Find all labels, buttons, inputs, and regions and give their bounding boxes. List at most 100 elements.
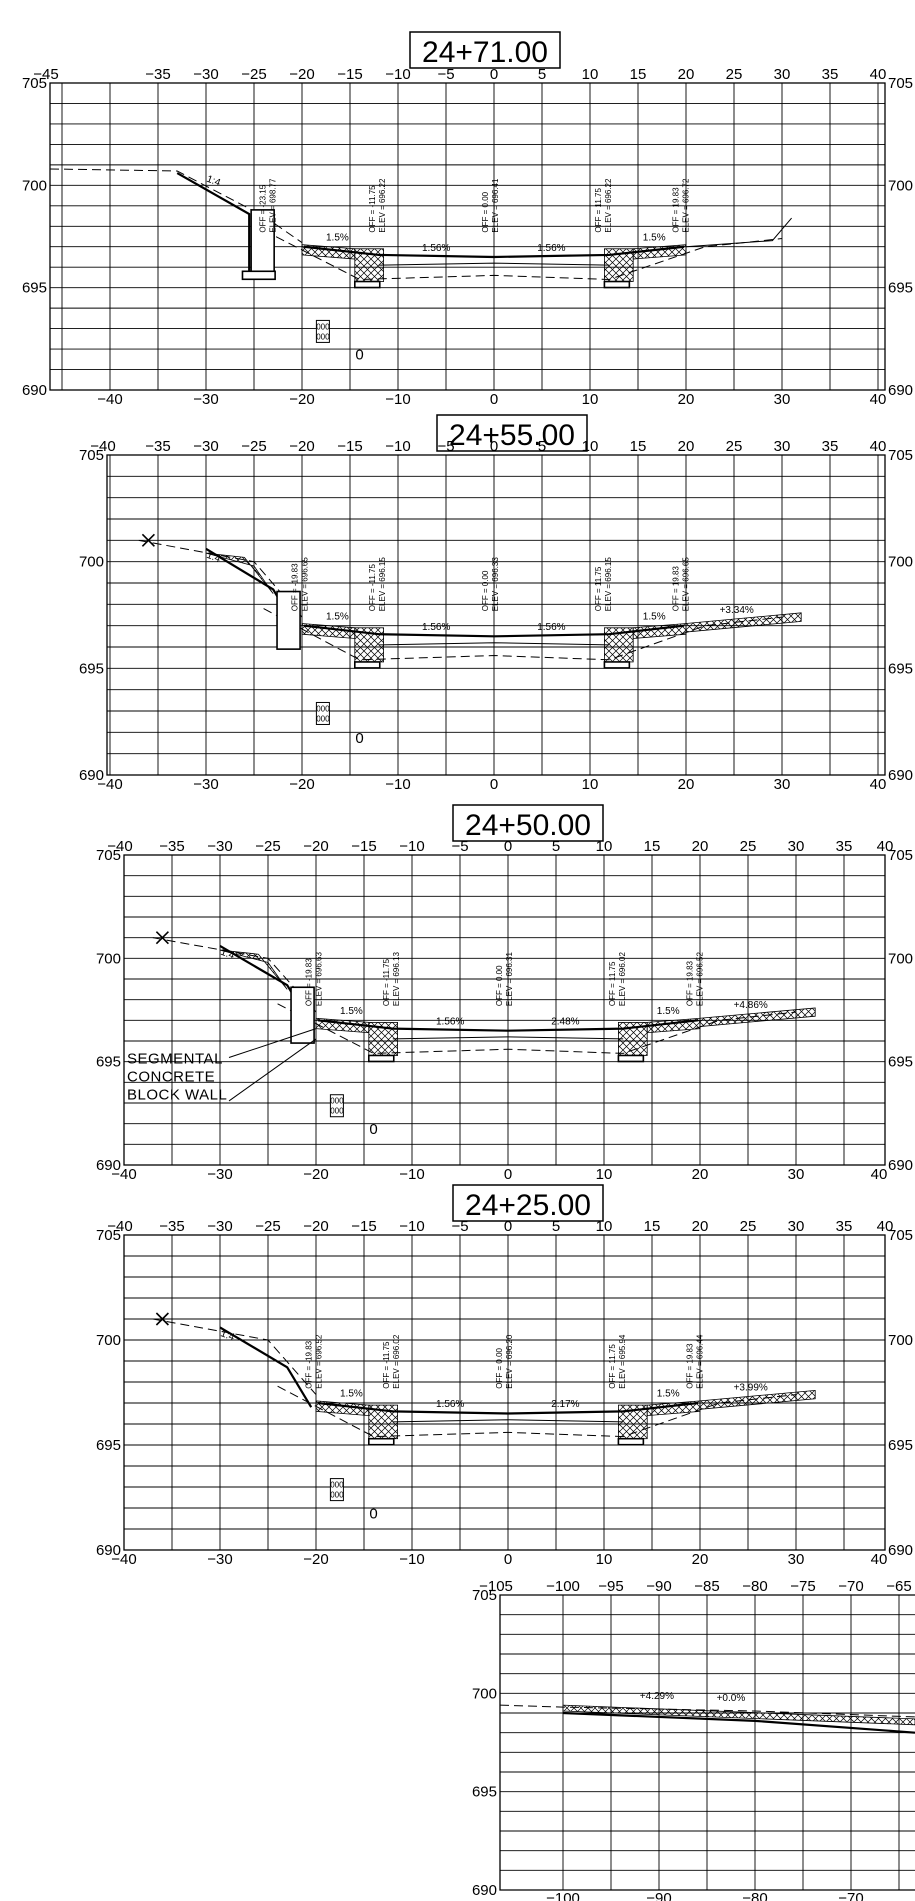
elevation-label-left: 690: [96, 1542, 121, 1559]
top-tick-label: −95: [598, 1578, 623, 1595]
bottom-tick-label: 30: [774, 776, 791, 793]
slope-label-right-outer: 1.5%: [657, 1389, 680, 1400]
sidewalk-right: [632, 244, 687, 260]
slope-label-fill: 1:4: [219, 947, 236, 962]
top-tick-label: −100: [546, 1578, 580, 1595]
pipe-marker-box: [329, 1094, 344, 1118]
cross-marker-icon: [141, 533, 155, 547]
bottom-tick-label: 10: [596, 1166, 613, 1183]
sidewalk-left: [315, 1400, 370, 1417]
top-tick-label: 20: [692, 838, 709, 855]
wall-callout-text: SEGMENTAL: [127, 1051, 223, 1068]
elevation-label-right: 690: [888, 1542, 913, 1559]
slope-label-left-outer: 1.5%: [340, 1389, 363, 1400]
top-tick-label: 15: [644, 838, 661, 855]
retaining-wall: [290, 986, 315, 1044]
offset-label: OFF = 11.75: [608, 961, 617, 1006]
top-tick-label: 25: [740, 1218, 757, 1235]
top-tick-label: 5: [538, 438, 546, 455]
bottom-tick-label: 10: [582, 776, 599, 793]
top-tick-label: −85: [694, 1578, 719, 1595]
elevation-value-label: ELEV = 696.52: [315, 1334, 324, 1389]
curb-left: [354, 627, 384, 663]
bottom-tick-label: −10: [385, 391, 410, 408]
top-tick-label: −10: [399, 1218, 424, 1235]
wall-callout-text: BLOCK WALL: [127, 1087, 227, 1104]
offset-label: OFF = 0.00: [495, 965, 504, 1006]
top-tick-label: −75: [790, 1578, 815, 1595]
station-title-box: [409, 31, 561, 69]
pipe-marker-label: 000: [316, 714, 330, 723]
top-tick-label: −40: [90, 438, 115, 455]
bottom-tick-label: −20: [289, 776, 314, 793]
bottom-tick-label: −20: [303, 1551, 328, 1568]
top-tick-label: −70: [838, 1578, 863, 1595]
top-tick-label: −5: [437, 66, 454, 83]
grid-lines: [124, 1235, 885, 1550]
top-tick-label: 30: [774, 438, 791, 455]
top-tick-label: 30: [774, 66, 791, 83]
roadway-section: [152, 1312, 816, 1446]
top-tick-label: 15: [630, 66, 647, 83]
grid-frame: [123, 1234, 886, 1551]
existing-slope-line: [138, 539, 303, 618]
elevation-label-left: 705: [472, 1587, 497, 1604]
bottom-tick-label: 30: [774, 391, 791, 408]
grid-frame: [499, 1594, 915, 1891]
elevation-label-left: 690: [22, 382, 47, 399]
pavement-base: [378, 642, 610, 646]
top-tick-label: 15: [630, 438, 647, 455]
slope-label-right-fill: +3.34%: [720, 605, 754, 616]
elevation-value-label: ELEV = 696.63: [315, 952, 324, 1007]
bottom-tick-label: −30: [207, 1166, 232, 1183]
top-tick-label: −25: [255, 838, 280, 855]
slope-labels: 1.5%1.56%2.17%1.5%1:4+3.99%: [219, 1328, 768, 1410]
top-tick-label: −25: [241, 438, 266, 455]
offset-label: OFF = -19.83: [305, 1340, 314, 1388]
elevation-label-right: 695: [888, 1054, 913, 1071]
bottom-tick-label: −20: [289, 391, 314, 408]
offset-label: OFF = -19.83: [291, 563, 300, 611]
bottom-tick-label: −10: [399, 1551, 424, 1568]
bottom-tick-label: −40: [97, 391, 122, 408]
station-title: 24+55.00: [449, 419, 575, 452]
top-tick-label: −30: [207, 1218, 232, 1235]
top-tick-label: 35: [836, 1218, 853, 1235]
curb-left: [368, 1022, 398, 1056]
top-tick-label: −65: [886, 1578, 911, 1595]
offset-label: OFF = 0.00: [495, 1347, 504, 1388]
offset-label: OFF = -11.75: [382, 1341, 391, 1389]
top-tick-label: −5: [451, 838, 468, 855]
offset-label: OFF = 11.75: [594, 566, 603, 611]
offset-label: OFF = 0.00: [481, 570, 490, 611]
top-tick-label: −10: [399, 838, 424, 855]
elevation-value-label: ELEV = 696.20: [505, 1334, 514, 1389]
offset-label: OFF = -11.75: [382, 958, 391, 1006]
offset-label: OFF = 19.83: [671, 566, 680, 612]
grid-lines: [500, 1595, 915, 1890]
cross-marker-icon: [155, 1312, 169, 1326]
fill-strip: [562, 1704, 915, 1726]
pipe-marker-label: 000: [330, 1097, 344, 1106]
elevation-label-left: 700: [472, 1685, 497, 1702]
top-tick-label: 30: [788, 1218, 805, 1235]
top-tick-label: −35: [145, 66, 170, 83]
slope-label-right-outer: 1.5%: [643, 233, 666, 244]
top-tick-label: 10: [582, 66, 599, 83]
bottom-tick-label: 0: [504, 1166, 512, 1183]
top-tick-label: 5: [552, 838, 560, 855]
slope-label-right: 1.56%: [537, 622, 565, 633]
elevation-value-label: ELEV = 698.77: [269, 178, 278, 233]
offset-label: OFF = -11.75: [368, 564, 377, 612]
slope-label-right: 1.56%: [537, 243, 565, 254]
top-tick-label: −35: [145, 438, 170, 455]
station-title: 24+25.00: [465, 1189, 591, 1222]
wall-footing: [241, 270, 276, 281]
top-tick-label: −35: [159, 1218, 184, 1235]
elevation-label-right: 690: [888, 382, 913, 399]
